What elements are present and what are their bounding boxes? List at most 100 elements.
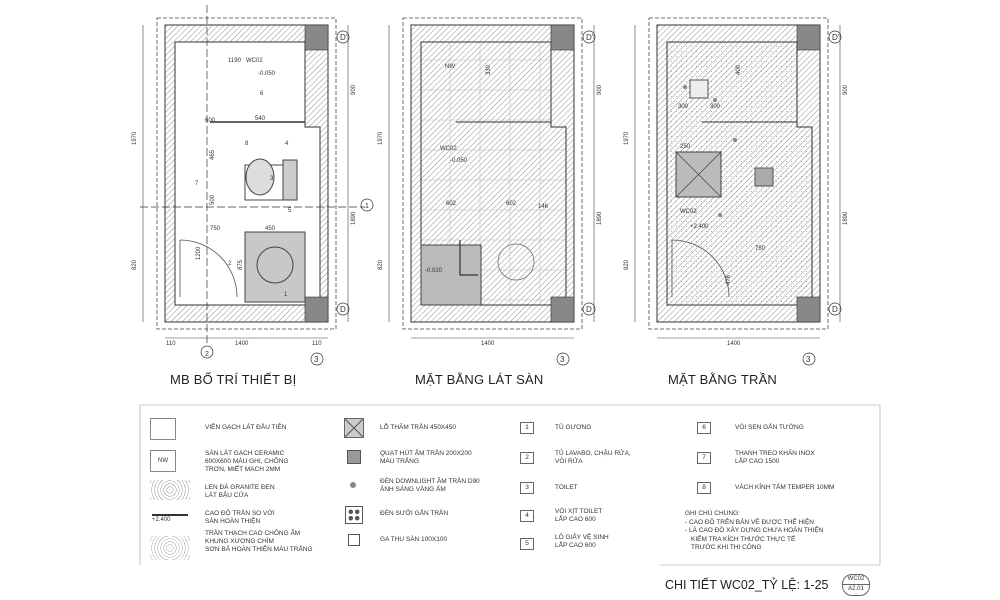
dim-height: 1890 <box>597 211 603 225</box>
legend-text: SÀN LÁT GẠCH CERAMIC 600X600 MÀU GHI, CH… <box>205 450 289 473</box>
plan-floor-tiling <box>388 17 595 339</box>
item-number: 4 <box>520 510 534 522</box>
item-7: 7 <box>195 181 199 187</box>
dim-height: 1890 <box>843 211 849 225</box>
legend-text: TỦ LAVABO, CHẬU RỬA, VÒI RỬA <box>555 450 631 465</box>
legend-text: ĐÈN SƯỞI GẮN TRẦN <box>380 510 449 517</box>
legend-text: VÒI SEN GẮN TƯỜNG <box>735 424 804 431</box>
dim-width: 1400 <box>727 341 741 347</box>
level-tag: -0.020 <box>425 268 443 274</box>
grid-d-prime: D' <box>340 33 348 42</box>
legend-text: THANH TREO KHĂN INOX LẮP CAO 1500 <box>735 450 815 465</box>
dim-ceiling: 476 <box>726 274 732 285</box>
exhaust-fan <box>754 167 774 187</box>
item-1: 1 <box>284 292 288 298</box>
access-hatch-icon <box>344 418 364 438</box>
grid-d: D <box>586 305 592 314</box>
item-number: 5 <box>520 538 534 550</box>
level-tag: -0.050 <box>450 158 468 164</box>
tag-wc02: WC02 <box>246 58 263 64</box>
plan-equipment-layout <box>140 5 365 345</box>
item-number: 6 <box>697 422 711 434</box>
sheet-tag: WC02 A2.01 <box>842 574 870 596</box>
dim-inner: 540 <box>255 116 266 122</box>
dim-tile: 602 <box>506 201 517 207</box>
notes-line: KIỂM TRA KÍCH THƯỚC THỰC TẾ <box>691 535 796 543</box>
notes-line: TRƯỚC KHI THI CÔNG <box>691 544 762 551</box>
item-number: 3 <box>520 482 534 494</box>
legend-text: CAO ĐỘ TRẦN SO VỚI SÀN HOÀN THIỆN <box>205 510 275 525</box>
floor-drain-icon <box>348 534 360 546</box>
plan-title-equipment: MB BỐ TRÍ THIẾT BỊ <box>170 372 297 387</box>
nw-tag: NW <box>445 64 455 70</box>
downlight-icon <box>350 482 356 488</box>
legend-text: TỦ GƯƠNG <box>555 424 592 431</box>
dim-height: 1890 <box>351 211 357 225</box>
dim-height: 820 <box>624 259 630 270</box>
legend-text: ĐÈN DOWNLIGHT ÂM TRẦN D90 ÁNH SÁNG VÀNG … <box>380 478 480 493</box>
section-2: 2 <box>205 351 209 358</box>
dim-inner: 1190 <box>228 58 242 64</box>
dim-height: 900 <box>351 84 357 95</box>
ceiling-heater <box>689 79 709 99</box>
notes-line: - LÀ CAO ĐỘ XÂY DỰNG CHƯA HOÀN THIỆN <box>685 527 824 534</box>
plan-ceiling <box>634 17 841 339</box>
tag-wc02: WC02 <box>440 146 457 152</box>
item-number: 1 <box>520 422 534 434</box>
dim-inner: 600 <box>205 118 216 124</box>
item-5: 5 <box>288 208 292 214</box>
heater-icon <box>345 506 363 524</box>
level-tag: -0.050 <box>258 71 276 77</box>
dim-height: 900 <box>843 84 849 95</box>
legend-text: VÁCH KÍNH TẤM TEMPER 10MM <box>735 484 835 491</box>
dim-inner: 465 <box>210 149 216 160</box>
item-number: 8 <box>697 482 711 494</box>
dim-inner: 750 <box>210 226 221 232</box>
dim-height: 820 <box>132 259 138 270</box>
grid-3: 3 <box>806 355 811 364</box>
legend-text: LEN ĐÁ GRANITE ĐEN LÁT BẬU CỬA <box>205 484 275 499</box>
tag-wc02: WC02 <box>680 209 697 215</box>
dim-ceiling: 300 <box>710 104 721 110</box>
gypsum-ceiling-symbol <box>150 536 190 560</box>
grid-d: D <box>340 305 346 314</box>
dim-width: 1400 <box>235 341 249 347</box>
grid-d-prime: D' <box>832 33 840 42</box>
item-3: 3 <box>270 176 274 182</box>
sheet-tag-code: WC02 <box>843 575 869 585</box>
dim-height: 820 <box>378 259 384 270</box>
legend-text: LÔ GIẤY VỆ SINH LẮP CAO 600 <box>555 534 609 549</box>
dim-height: 1970 <box>624 131 630 145</box>
dim-tile: 602 <box>446 201 457 207</box>
dim-ceiling: 250 <box>680 144 691 150</box>
plan-title-ceiling: MẶT BẰNG TRẦN <box>668 372 778 387</box>
grid-3: 3 <box>560 355 565 364</box>
dim-height: 1970 <box>378 131 384 145</box>
nw-symbol: NW <box>150 450 176 472</box>
legend-text: TRẦN THẠCH CAO CHỐNG ẨM KHUNG XƯƠNG CHÌM… <box>205 530 313 553</box>
legend-text: GA THU SÀN 100X100 <box>380 536 448 543</box>
item-number: 7 <box>697 452 711 464</box>
first-tile-symbol <box>150 418 176 440</box>
granite-symbol <box>150 480 190 500</box>
dim-wall: 110 <box>166 341 176 347</box>
dim-wall: 110 <box>312 341 322 347</box>
level-tag: +2.400 <box>690 224 709 230</box>
dim-inner: 500 <box>210 194 216 205</box>
dim-inner: 1200 <box>196 246 202 260</box>
legend-text: VIÊN GẠCH LÁT ĐẦU TIÊN <box>205 424 287 431</box>
item-4: 4 <box>285 141 289 147</box>
dim-tile: 330 <box>486 64 492 75</box>
item-6: 6 <box>260 91 264 97</box>
legend-text: TOILET <box>555 484 578 491</box>
legend-text: LỖ THĂM TRẦN 450X450 <box>380 424 456 431</box>
dim-height: 1970 <box>132 131 138 145</box>
grid-d: D <box>832 305 838 314</box>
ceiling-level-symbol: +2.400 <box>152 514 188 526</box>
dim-inner: 875 <box>238 259 244 270</box>
notes-line: - CAO ĐỘ TRÊN BẢN VẼ ĐƯỢC THỂ HIỆN <box>685 518 814 526</box>
lavabo-fixture <box>244 231 306 303</box>
dim-inner: 450 <box>265 226 276 232</box>
dim-ceiling: 750 <box>755 246 766 252</box>
